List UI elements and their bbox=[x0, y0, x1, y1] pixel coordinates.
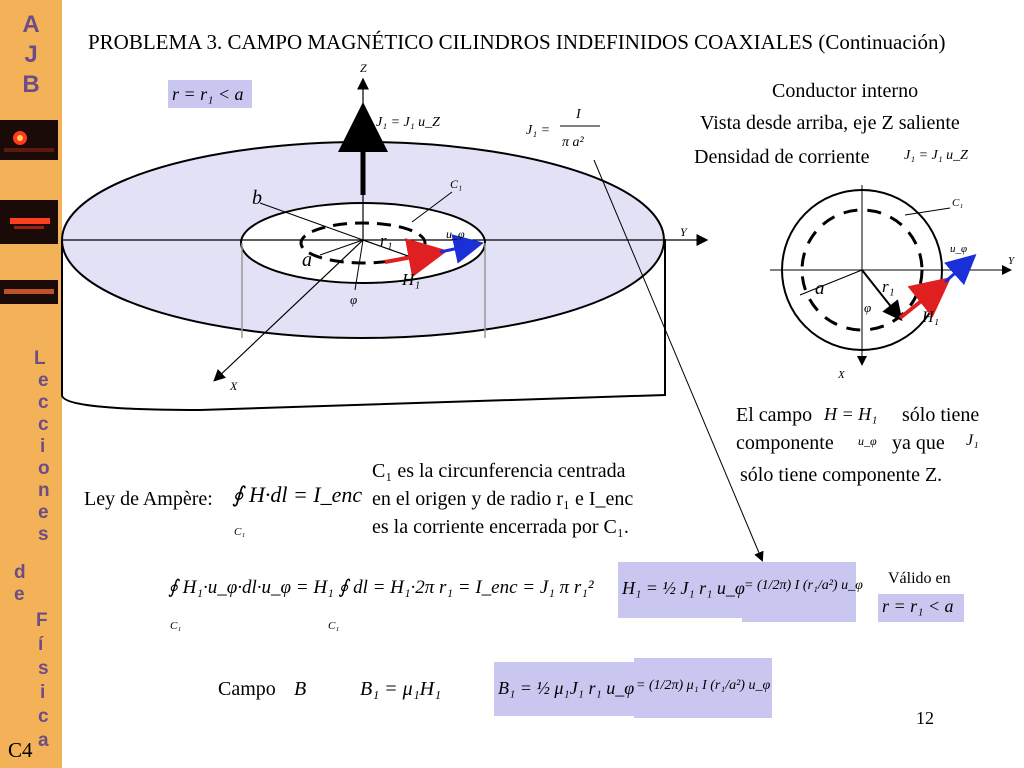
sidebar-letter: c bbox=[38, 392, 49, 413]
ampere-desc-1: C₁ es la circunferencia centrada bbox=[372, 460, 626, 482]
right-line-2: Vista desde arriba, eje Z saliente bbox=[700, 112, 960, 134]
sidebar-letter: B bbox=[22, 71, 40, 98]
sidebar-letter: s bbox=[38, 658, 49, 679]
main-integral-c1-a: C₁ bbox=[170, 620, 182, 632]
top-view-y-label: Y bbox=[1008, 255, 1016, 267]
sidebar-letter: e bbox=[14, 584, 25, 605]
pointer-arrow bbox=[593, 159, 764, 562]
right-line-1: Conductor interno bbox=[772, 80, 919, 102]
top-view-h1-label: H₁ bbox=[921, 309, 939, 326]
axis-x bbox=[213, 239, 364, 382]
thumbnail-image bbox=[0, 280, 58, 304]
valid-cond-box bbox=[878, 594, 964, 622]
b-result-a: B₁ = ½ μ₁J₁ r₁ u_φ bbox=[498, 678, 635, 698]
sidebar-letter: i bbox=[40, 436, 46, 457]
sidebar-letter: í bbox=[38, 634, 44, 655]
sidebar-letter: s bbox=[38, 524, 49, 545]
field-eq: H = H₁ bbox=[824, 404, 878, 424]
ampere-desc-3: es la corriente encerrada por C₁. bbox=[372, 516, 629, 538]
top-view-h1-arrow bbox=[898, 277, 952, 320]
b-result-box-b bbox=[634, 658, 772, 718]
top-view-u-phi-label: u_φ bbox=[950, 243, 967, 255]
thumbnail-image bbox=[0, 120, 58, 160]
right-line-3: Densidad de corriente bbox=[694, 146, 870, 168]
ampere-desc-2: en el origen y de radio r₁ e I_enc bbox=[372, 488, 634, 510]
sidebar-letter: e bbox=[38, 502, 49, 523]
sidebar-letter: d bbox=[14, 562, 26, 583]
axis-x-label: X bbox=[229, 379, 238, 393]
j1-formula-lhs: J₁ = bbox=[526, 123, 550, 138]
sidebar-letter: L bbox=[34, 348, 46, 369]
field-text-2: sólo tiene bbox=[902, 404, 980, 426]
top-view-x-label: X bbox=[837, 369, 846, 381]
ampere-c1: C₁ bbox=[234, 526, 246, 538]
b-result-b: = (1/2π) μ₁ I (r₁/a²) u_φ bbox=[636, 678, 771, 693]
campo-b: B bbox=[294, 678, 307, 700]
ampere-label: Ley de Ampère: bbox=[84, 488, 213, 510]
top-view-phi-label: φ bbox=[864, 300, 871, 315]
thumbnail-image bbox=[0, 200, 58, 244]
top-view-r1-label: r₁ bbox=[882, 277, 895, 296]
top-view-c1-label: C₁ bbox=[952, 197, 963, 209]
phi-guide bbox=[354, 239, 364, 291]
label-phi: φ bbox=[350, 292, 357, 307]
main-integral-c1-b: C₁ bbox=[328, 620, 340, 632]
radius-a bbox=[319, 239, 364, 256]
label-b: b bbox=[252, 187, 262, 209]
h1-result-a: H₁ = ½ J₁ r₁ u_φ bbox=[622, 578, 745, 598]
top-view-u-phi-arrow bbox=[944, 254, 977, 286]
sidebar-letter: F bbox=[36, 610, 48, 631]
sidebar-letter: e bbox=[38, 370, 49, 391]
right-j-eq: J₁ = J₁ u_Z bbox=[904, 148, 968, 163]
only-z-text: sólo tiene componente Z. bbox=[740, 464, 943, 486]
sidebar: A J B L e c c i o n e s d e F í s i c a bbox=[0, 0, 62, 768]
label-h1: H₁ bbox=[401, 270, 420, 289]
page-number: 12 bbox=[916, 708, 934, 728]
axis-y-label: Y bbox=[680, 225, 688, 239]
chapter-label: C4 bbox=[8, 738, 33, 762]
condition-top: r = r₁ < a bbox=[172, 84, 244, 104]
label-u-phi: u_φ bbox=[446, 227, 465, 241]
sidebar-letter: i bbox=[40, 682, 46, 703]
j1-formula-num: I bbox=[575, 107, 582, 122]
valid-in-text: Válido en bbox=[888, 570, 951, 587]
axis-z-label: Z bbox=[360, 61, 367, 75]
label-c1: C₁ bbox=[450, 177, 462, 191]
sidebar-letter: o bbox=[38, 458, 50, 479]
ya-que-j1: J₁ bbox=[966, 432, 979, 449]
ampere-integral: ∮ H·dl = I_enc bbox=[232, 482, 363, 507]
component-text: componente bbox=[736, 432, 834, 454]
h1-result-b: = (1/2π) I (r₁/a²) u_φ bbox=[744, 578, 863, 593]
condition-box bbox=[168, 80, 252, 108]
main-integral: ∮ H₁·u_φ·dl·u_φ = H₁ ∮ dl = H₁·2π r₁ = I… bbox=[168, 577, 594, 598]
sidebar-letter: c bbox=[38, 706, 49, 727]
valid-cond: r = r₁ < a bbox=[882, 596, 954, 616]
sidebar-letter: n bbox=[38, 480, 50, 501]
j1-vector-label: J₁ = J₁ u_Z bbox=[376, 115, 440, 130]
label-r1: r₁ bbox=[380, 231, 393, 250]
top-view-a-label: a bbox=[815, 278, 825, 299]
u-phi-arrow bbox=[439, 234, 484, 264]
h1-arrow bbox=[384, 238, 448, 278]
label-a: a bbox=[302, 249, 312, 271]
h1-result-box-b bbox=[742, 562, 856, 622]
page-title: PROBLEMA 3. CAMPO MAGNÉTICO CILINDROS IN… bbox=[88, 30, 946, 54]
sidebar-letter: a bbox=[38, 730, 49, 751]
b-relation: B₁ = μ₁H₁ bbox=[360, 678, 442, 700]
campo-label: Campo bbox=[218, 678, 276, 700]
sidebar-letter: J bbox=[24, 41, 38, 68]
radius-b bbox=[259, 202, 364, 241]
sidebar-letter: c bbox=[38, 414, 49, 435]
ya-que-text: ya que bbox=[892, 432, 945, 454]
j1-formula-den: π a² bbox=[562, 135, 585, 150]
sidebar-letter: A bbox=[22, 11, 40, 38]
field-text-1: El campo bbox=[736, 404, 813, 426]
component-u-phi: u_φ bbox=[858, 434, 877, 448]
